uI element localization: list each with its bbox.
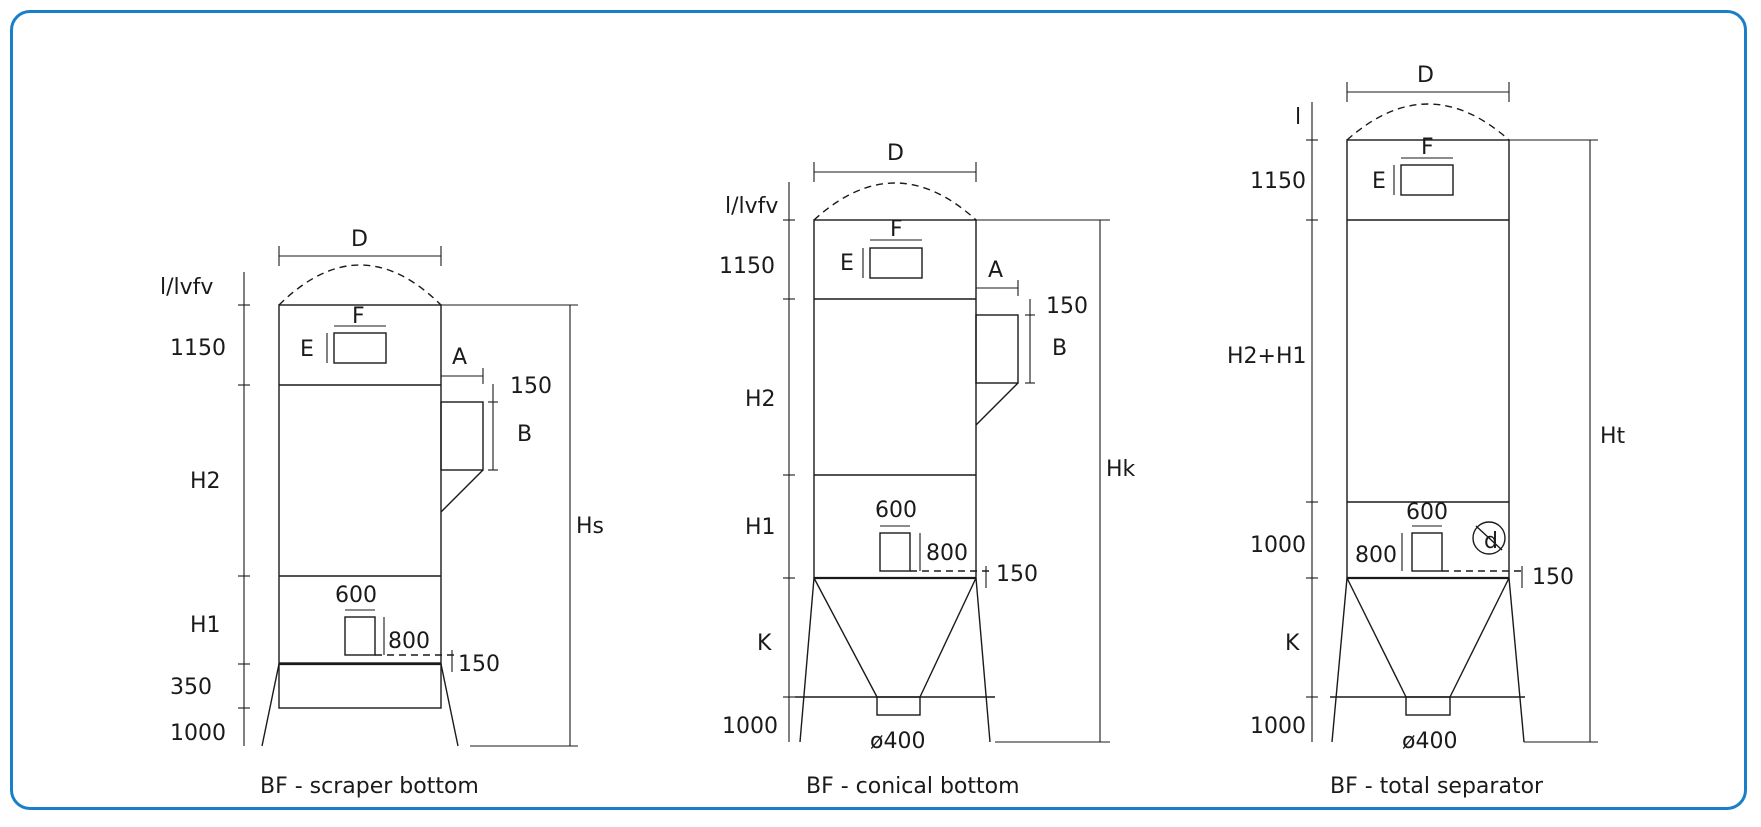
conical-k-label: K — [757, 631, 772, 656]
scraper-bottom-diagram: D F E A 150 B 600 800 150 l/lvfv 11 — [160, 227, 604, 799]
total-sensor-symbol — [1472, 521, 1506, 555]
conical-inlet-gap-label: 150 — [1046, 294, 1088, 319]
total-door — [1411, 532, 1443, 572]
scraper-e-label: E — [300, 337, 314, 362]
total-outlet — [1405, 696, 1451, 716]
conical-total-label: Hk — [1106, 457, 1136, 482]
total-f-label: F — [1421, 135, 1434, 160]
conical-f-label: F — [890, 217, 903, 242]
total-separator-diagram: D F E 600 800 150 d l 1150 H2+H1 1000 K … — [1227, 63, 1626, 799]
conical-e-f-box — [869, 247, 923, 279]
total-1000b-label: 1000 — [1250, 714, 1306, 739]
conical-body — [813, 219, 977, 579]
total-1000a-label: 1000 — [1250, 533, 1306, 558]
total-total-label: Ht — [1600, 424, 1626, 449]
conical-outlet — [876, 696, 921, 716]
total-d-label: D — [1417, 63, 1434, 88]
conical-d-label: D — [887, 141, 904, 166]
scraper-1000-label: 1000 — [170, 721, 226, 746]
total-door-gap-label: 150 — [1532, 565, 1574, 590]
conical-h1-label: H1 — [745, 515, 776, 540]
conical-caption: BF - conical bottom — [806, 774, 1020, 799]
total-door-h-label: 800 — [1355, 543, 1397, 568]
total-caption: BF - total separator — [1330, 774, 1544, 799]
conical-b-label: B — [1052, 336, 1067, 361]
total-1150-label: 1150 — [1250, 169, 1306, 194]
scraper-door — [344, 616, 376, 656]
conical-outlet-label: ø400 — [870, 729, 925, 754]
scraper-dome — [278, 264, 442, 306]
scraper-top-label: l/lvfv — [160, 275, 213, 300]
total-dome — [1346, 103, 1510, 141]
scraper-base — [278, 663, 442, 709]
scraper-350-label: 350 — [170, 675, 212, 700]
total-outlet-label: ø400 — [1402, 729, 1457, 754]
scraper-b-label: B — [517, 422, 532, 447]
scraper-h1-label: H1 — [190, 613, 221, 638]
conical-door-gap-label: 150 — [996, 562, 1038, 587]
scraper-door-w-label: 600 — [335, 583, 377, 608]
conical-h2-label: H2 — [745, 387, 776, 412]
total-top-label: l — [1295, 105, 1301, 130]
conical-e-label: E — [840, 251, 854, 276]
conical-door — [879, 532, 911, 572]
total-e-f-box — [1400, 164, 1454, 196]
scraper-d-label: D — [351, 227, 368, 252]
conical-dome — [813, 182, 977, 221]
scraper-f-label: F — [352, 304, 365, 329]
conical-1150-label: 1150 — [719, 254, 775, 279]
scraper-a-label: A — [452, 345, 467, 370]
conical-1000-label: 1000 — [722, 714, 778, 739]
conical-door-h-label: 800 — [926, 541, 968, 566]
scraper-inlet-gap-label: 150 — [510, 374, 552, 399]
total-symbol-label: d — [1484, 529, 1498, 554]
conical-top-label: l/lvfv — [725, 194, 778, 219]
scraper-total-label: Hs — [576, 514, 604, 539]
total-door-w-label: 600 — [1406, 500, 1448, 525]
diagram-frame — [10, 10, 1747, 810]
scraper-1150-label: 1150 — [170, 336, 226, 361]
scraper-inlet — [440, 401, 484, 471]
scraper-door-h-label: 800 — [388, 629, 430, 654]
total-e-label: E — [1372, 169, 1386, 194]
scraper-h2-label: H2 — [190, 469, 221, 494]
total-h2h1-label: H2+H1 — [1227, 344, 1307, 369]
conical-door-w-label: 600 — [875, 498, 917, 523]
scraper-e-f-box — [333, 332, 387, 364]
total-k-label: K — [1285, 631, 1300, 656]
conical-a-label: A — [988, 258, 1003, 283]
scraper-caption: BF - scraper bottom — [260, 774, 479, 799]
scraper-door-gap-label: 150 — [458, 652, 500, 677]
conical-inlet — [975, 314, 1019, 384]
conical-bottom-diagram: D F E A 150 B 600 800 150 l/lvfv 11 — [719, 141, 1136, 799]
